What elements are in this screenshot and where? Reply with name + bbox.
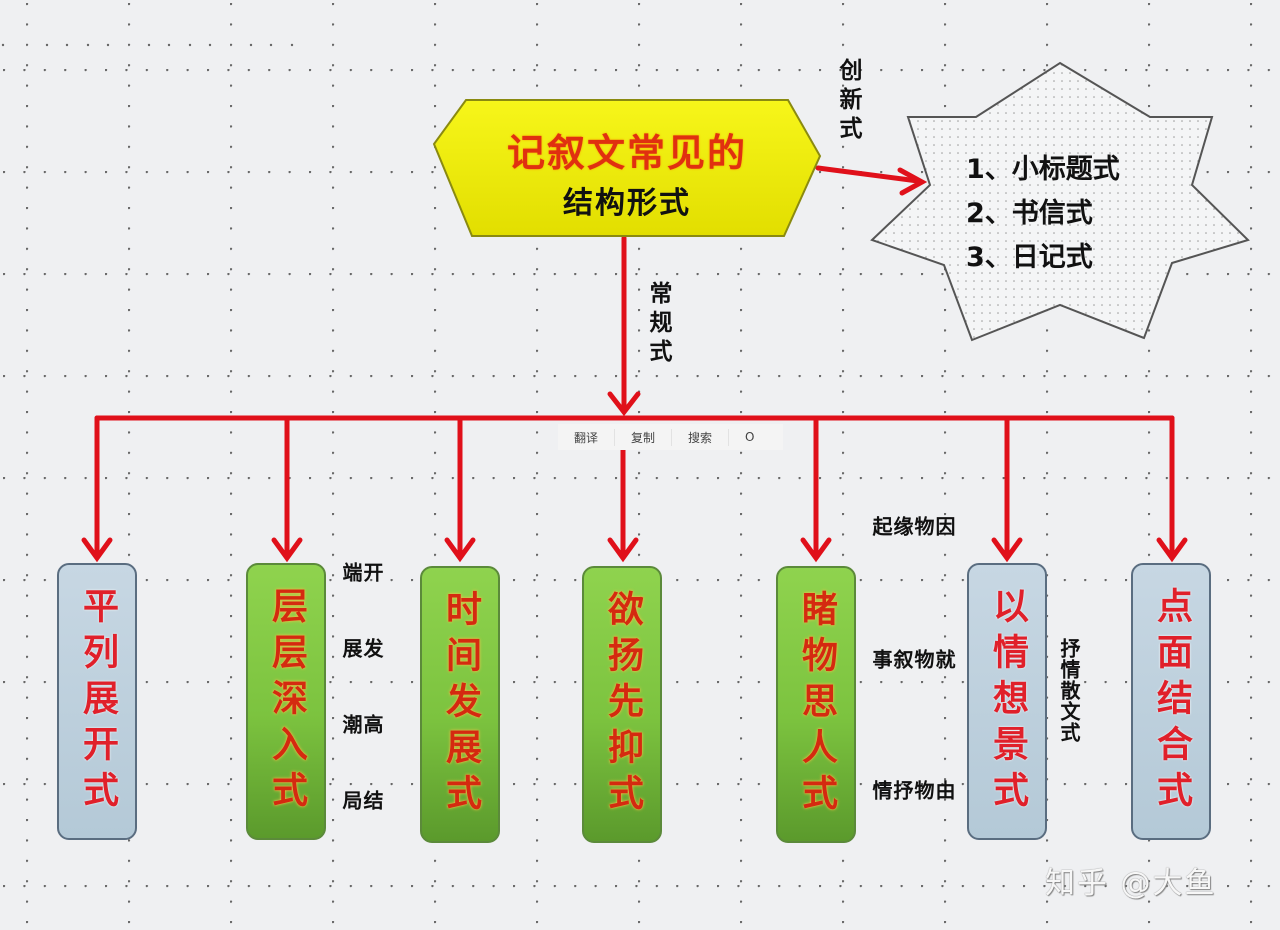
translate-menu-item[interactable]: 翻译 xyxy=(558,428,616,446)
copy-menu-item[interactable]: 复制 xyxy=(615,428,673,446)
title-line-1: 记叙文常见的 xyxy=(506,131,747,175)
box-progressive: 层层深入式 xyxy=(246,563,326,840)
box-label: 欲扬先抑式 xyxy=(602,589,643,820)
label-conventional: 常规式 xyxy=(645,281,671,368)
box-label: 点面结合式 xyxy=(1151,586,1192,817)
text-selection-context-menu: 翻译 复制 搜索 O xyxy=(558,424,783,450)
box-parallel: 平列展开式 xyxy=(57,563,137,840)
innovative-item: 2、书信式 xyxy=(966,198,1093,229)
more-menu-item[interactable]: O xyxy=(745,430,755,444)
innovative-list: 1、小标题式 2、书信式 3、日记式 xyxy=(966,148,1120,280)
box-label: 时间发展式 xyxy=(440,589,481,820)
note-item: 高潮 xyxy=(339,714,384,734)
note-item: 发展 xyxy=(339,638,384,658)
box-label: 睹物思人式 xyxy=(796,589,837,820)
note-lyrical-prose: 抒情散文式 xyxy=(1057,638,1081,743)
box-emotion-to-scene: 以情想景式 xyxy=(967,563,1047,840)
title-line-2: 结构形式 xyxy=(563,186,691,221)
innovative-item: 3、日记式 xyxy=(966,242,1093,273)
box-label: 层层深入式 xyxy=(266,586,307,817)
label-innovative: 创新式 xyxy=(835,58,861,145)
note-item: 由物抒情 xyxy=(869,780,956,800)
note-item: 就物叙事 xyxy=(869,649,956,669)
innovative-item: 1、小标题式 xyxy=(966,154,1120,185)
box-point-and-surface: 点面结合式 xyxy=(1131,563,1211,840)
note-item: 开端 xyxy=(339,562,384,582)
title-hexagon xyxy=(432,99,822,237)
search-menu-item[interactable]: 搜索 xyxy=(672,428,730,446)
note-item: 因物缘起 xyxy=(869,516,956,536)
box-object-evokes-person: 睹物思人式 xyxy=(776,566,856,843)
box-chronological: 时间发展式 xyxy=(420,566,500,843)
note-item: 结局 xyxy=(339,790,384,810)
box-suppress-then-praise: 欲扬先抑式 xyxy=(582,566,662,843)
watermark: 知乎 @大鱼 xyxy=(1045,866,1217,901)
box-label: 平列展开式 xyxy=(77,586,118,817)
box-label: 以情想景式 xyxy=(987,586,1028,817)
innovative-star-shape xyxy=(870,61,1250,342)
